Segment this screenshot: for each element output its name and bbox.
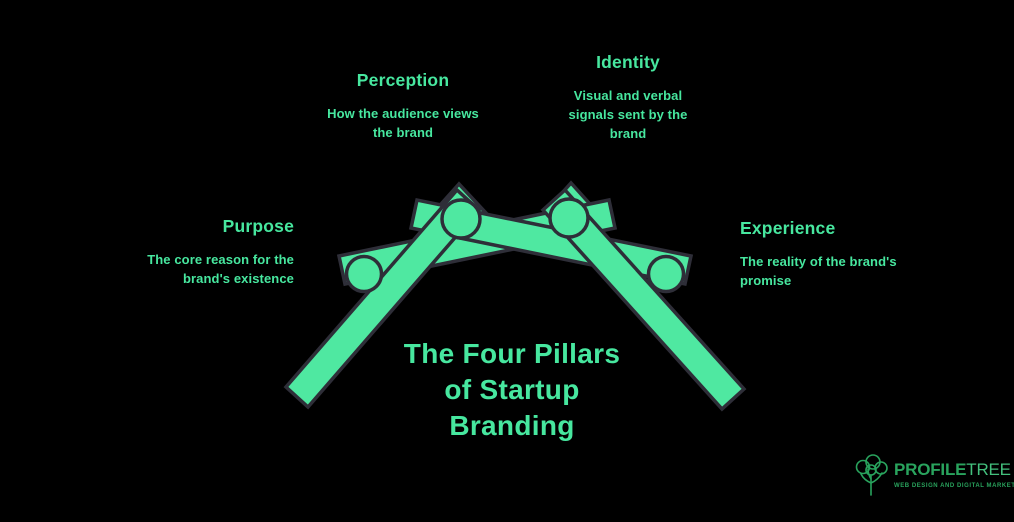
- page-title-line-3: Branding: [449, 410, 575, 441]
- pillar-description-purpose: The core reason for the brand's existenc…: [147, 252, 294, 286]
- pillar-description-identity: Visual and verbal signals sent by the br…: [568, 88, 688, 141]
- pillar-block-purpose: Purpose The core reason for the brand's …: [122, 216, 294, 288]
- leg-right-shape: [540, 187, 747, 412]
- logo-wordmark-tree: TREE: [966, 459, 1011, 479]
- pillar-label-experience: Experience: [740, 218, 836, 238]
- pillar-block-perception: Perception How the audience views the br…: [320, 70, 486, 142]
- pillar-label-perception: Perception: [356, 70, 450, 90]
- joint-experience-circle: [646, 254, 686, 294]
- joint-perception-circle: [440, 198, 482, 240]
- pillar-description-perception: How the audience views the brand: [327, 106, 479, 140]
- leg-left-shape: [283, 187, 482, 410]
- page-title-line-1: The Four Pillars: [403, 338, 621, 369]
- joint-identity-circle: [548, 197, 590, 239]
- pillar-block-identity: Identity Visual and verbal signals sent …: [556, 52, 700, 143]
- logo-wordmark: PROFILETREE: [894, 460, 1014, 480]
- page-title-line-2: of Startup: [444, 374, 580, 405]
- pillar-label-identity: Identity: [596, 52, 660, 72]
- logo-tagline: WEB DESIGN AND DIGITAL MARKETING: [894, 482, 1014, 489]
- tree-icon: [855, 454, 888, 496]
- logo-text-column: PROFILETREE WEB DESIGN AND DIGITAL MARKE…: [894, 460, 1014, 489]
- logo-wordmark-profile: PROFILE: [894, 459, 967, 479]
- joint-purpose-circle: [344, 254, 384, 294]
- pillar-block-experience: Experience The reality of the brand's pr…: [740, 218, 936, 290]
- profiletree-logo: PROFILETREE WEB DESIGN AND DIGITAL MARKE…: [852, 450, 1014, 498]
- pillar-label-purpose: Purpose: [222, 216, 294, 236]
- page-title: The Four Pillars of Startup Branding: [362, 336, 662, 444]
- pillar-description-experience: The reality of the brand's promise: [740, 254, 897, 288]
